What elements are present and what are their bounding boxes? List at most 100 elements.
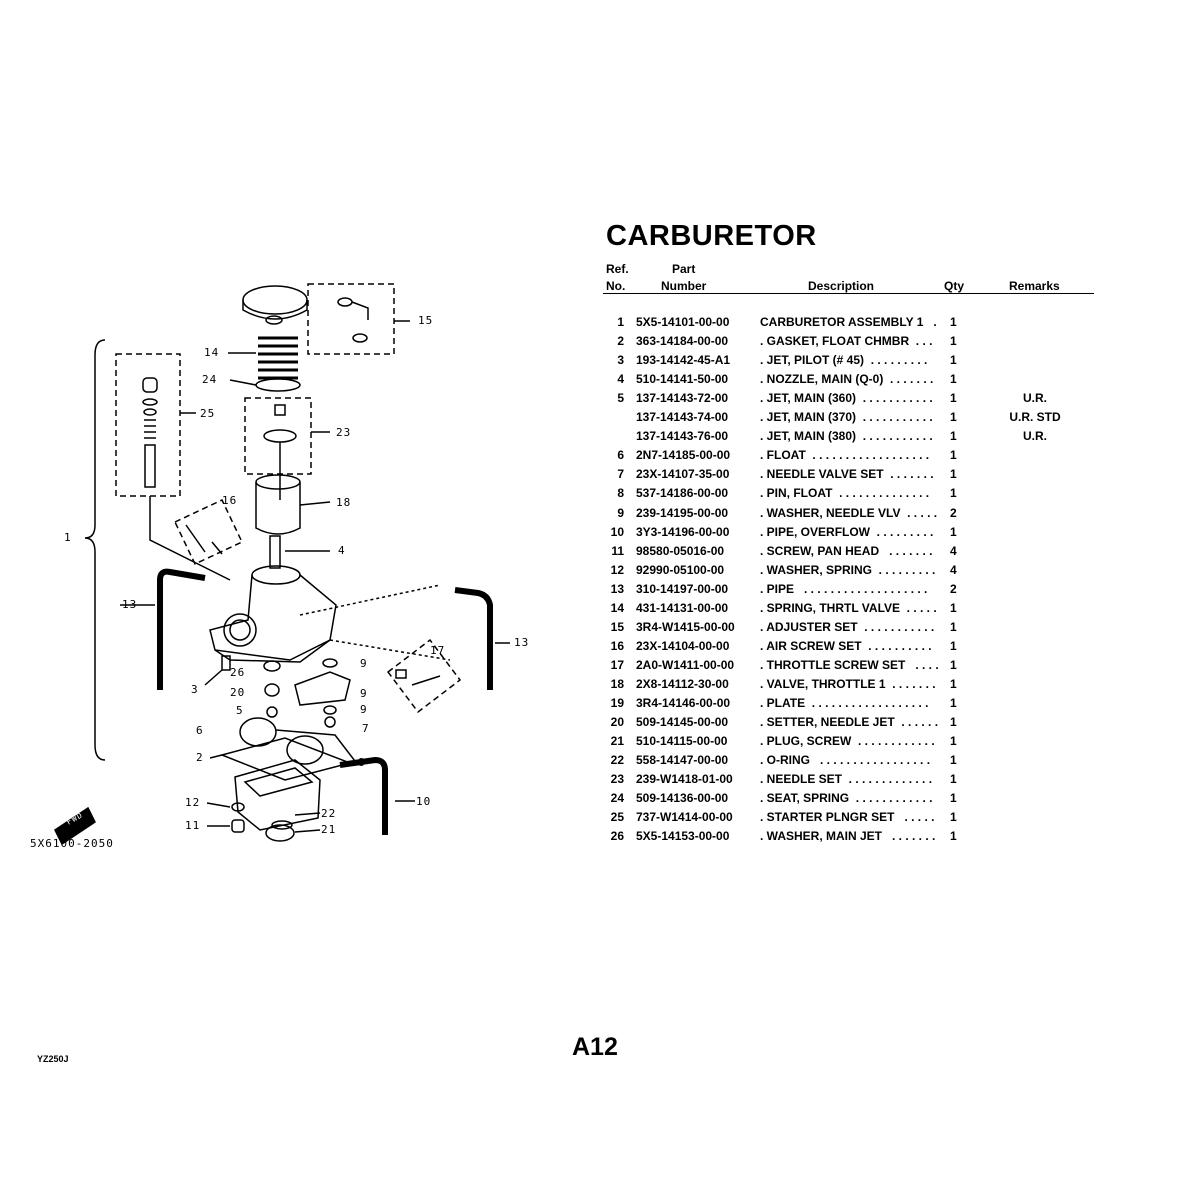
qty-cell: 1 bbox=[950, 334, 957, 349]
ref-cell: 4 bbox=[617, 372, 624, 387]
ref-cell: 22 bbox=[610, 753, 624, 768]
callout-23: 23 bbox=[336, 426, 352, 439]
callout-24: 24 bbox=[202, 373, 218, 386]
ref-cell: 6 bbox=[617, 448, 624, 463]
part-number-cell: 3R4-14146-00-00 bbox=[636, 696, 731, 710]
ref-cell: 12 bbox=[610, 562, 624, 577]
qty-cell: 1 bbox=[950, 410, 957, 425]
ref-cell: 11 bbox=[611, 543, 624, 558]
callout-9c: 9 bbox=[360, 703, 368, 716]
ref-cell: 17 bbox=[610, 657, 624, 672]
part-number-cell: 737-W1414-00-00 bbox=[636, 810, 733, 825]
part-number-cell: 509-14136-00-00 bbox=[636, 791, 729, 806]
header-remarks: Remarks bbox=[1009, 279, 1060, 293]
description-cell: . O-RING . . . . . . . . . . . . . . . .… bbox=[760, 753, 931, 768]
qty-cell: 1 bbox=[950, 638, 957, 653]
description-cell: . PLATE . . . . . . . . . . . . . . . . … bbox=[760, 696, 929, 710]
qty-cell: 1 bbox=[950, 810, 957, 825]
part-number-cell: 310-14197-00-00 bbox=[636, 581, 729, 596]
callout-2: 2 bbox=[196, 751, 204, 764]
part-number-cell: 239-14195-00-00 bbox=[636, 505, 729, 520]
part-number-cell: 137-14143-74-00 bbox=[636, 410, 729, 425]
callout-10: 10 bbox=[416, 795, 432, 808]
callout-1: 1 bbox=[64, 531, 72, 544]
callout-25: 25 bbox=[200, 407, 216, 420]
part-number-cell: 23X-14107-35-00 bbox=[636, 467, 730, 482]
qty-cell: 1 bbox=[950, 619, 957, 634]
description-cell: . NOZZLE, MAIN (Q-0) . . . . . . . bbox=[760, 372, 934, 387]
qty-cell: 1 bbox=[950, 391, 957, 406]
qty-cell: 1 bbox=[950, 657, 957, 672]
ref-cell: 8 bbox=[617, 486, 624, 501]
qty-cell: 4 bbox=[950, 562, 957, 577]
callout-12: 12 bbox=[185, 796, 201, 809]
qty-cell: 1 bbox=[950, 676, 957, 691]
page-title: CARBURETOR bbox=[606, 220, 817, 252]
header-description: Description bbox=[808, 279, 875, 293]
qty-cell: 1 bbox=[950, 467, 957, 482]
description-cell: . AIR SCREW SET . . . . . . . . . . bbox=[760, 638, 932, 653]
description-cell: . PIN, FLOAT . . . . . . . . . . . . . . bbox=[760, 486, 930, 501]
qty-cell: 1 bbox=[950, 696, 957, 710]
description-cell: . STARTER PLNGR SET . . . . . bbox=[760, 810, 935, 825]
description-cell: CARBURETOR ASSEMBLY 1 . bbox=[760, 315, 937, 329]
description-cell: . PIPE, OVERFLOW . . . . . . . . . bbox=[760, 524, 934, 539]
part-number-cell: 2X8-14112-30-00 bbox=[636, 676, 729, 691]
description-cell: . WASHER, NEEDLE VLV . . . . . bbox=[760, 505, 938, 520]
header-ref-bottom: No. bbox=[606, 279, 626, 293]
header-part-bottom: Number bbox=[661, 279, 707, 293]
qty-cell: 1 bbox=[950, 372, 957, 387]
ref-cell: 1 bbox=[617, 315, 624, 329]
ref-cell: 23 bbox=[610, 772, 624, 787]
ref-cell: 13 bbox=[610, 581, 624, 596]
qty-cell: 1 bbox=[950, 772, 957, 787]
ref-cell: 9 bbox=[617, 505, 624, 520]
callout-13-right: 13 bbox=[514, 636, 530, 649]
qty-cell: 1 bbox=[950, 600, 957, 615]
description-cell: . JET, MAIN (360) . . . . . . . . . . . bbox=[760, 391, 933, 406]
ref-cell: 19 bbox=[610, 696, 624, 710]
callout-8: 8 bbox=[358, 756, 366, 769]
callout-22: 22 bbox=[321, 807, 337, 820]
qty-cell: 1 bbox=[950, 315, 957, 329]
table-row: 9 239-14195-00-00 . WASHER, NEEDLE VLV . .… bbox=[600, 506, 1100, 524]
part-number-cell: 239-W1418-01-00 bbox=[636, 772, 733, 787]
part-number-cell: 92990-05100-00 bbox=[636, 562, 725, 577]
callout-11: 11 bbox=[185, 819, 201, 832]
callout-9a: 9 bbox=[360, 657, 368, 670]
qty-cell: 1 bbox=[950, 791, 957, 806]
callout-4: 4 bbox=[338, 544, 346, 557]
callout-18: 18 bbox=[336, 496, 352, 509]
ref-cell: 18 bbox=[610, 676, 624, 691]
part-number-cell: 510-14115-00-00 bbox=[636, 734, 728, 749]
ref-cell: 15 bbox=[610, 619, 624, 634]
ref-cell: 7 bbox=[617, 467, 624, 482]
part-number-cell: 3R4-W1415-00-00 bbox=[636, 619, 735, 634]
part-number-cell: 5X5-14101-00-00 bbox=[636, 315, 730, 329]
part-number-cell: 2N7-14185-00-00 bbox=[636, 448, 731, 463]
ref-cell: 3 bbox=[617, 353, 624, 368]
table-row: 137-14143-76-00. JET, MAIN (380) . . . .… bbox=[600, 429, 1100, 447]
qty-cell: 1 bbox=[950, 524, 957, 539]
part-number-cell: 23X-14104-00-00 bbox=[636, 638, 730, 653]
callout-13-left: 13 bbox=[122, 598, 138, 611]
remarks-cell: U.R. bbox=[1023, 391, 1047, 406]
exploded-diagram: FWD 15 14 24 25 23 16 18 1 4 13 13 17 3 … bbox=[0, 260, 600, 880]
ref-cell: 20 bbox=[610, 715, 624, 730]
qty-cell: 1 bbox=[950, 429, 957, 444]
part-number-cell: 98580-05016-00 bbox=[636, 543, 725, 558]
